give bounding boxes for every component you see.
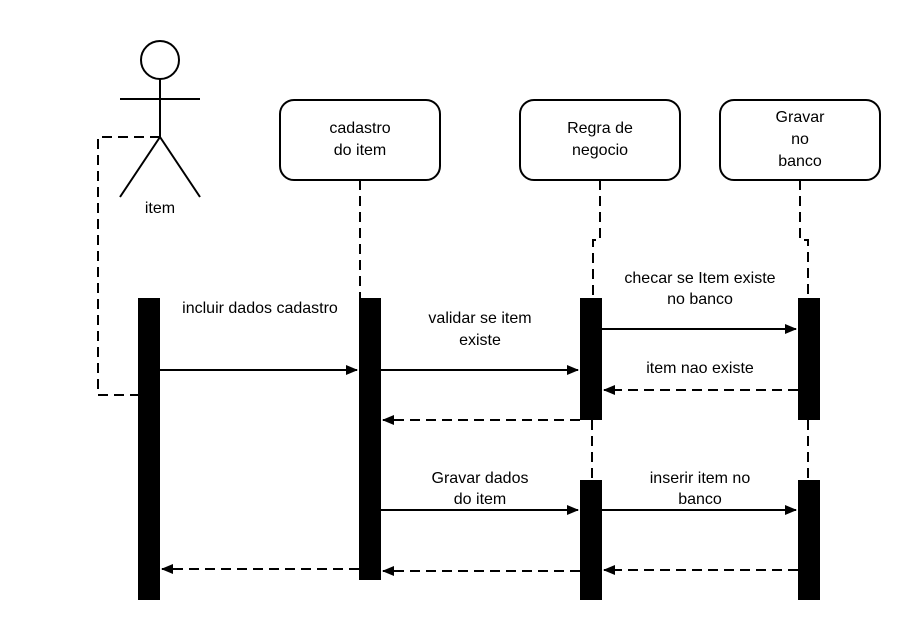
message-label-validar-line2: existe xyxy=(459,332,501,349)
message-label-inserir-line1: inserir item no xyxy=(650,470,751,487)
activation-bar-actor xyxy=(138,298,160,600)
lifeline-dash-regra xyxy=(592,180,601,298)
message-label-checar-line2: no banco xyxy=(667,291,733,308)
message-label-incluir: incluir dados cadastro xyxy=(182,300,338,317)
activation-bar-gravar-1 xyxy=(798,298,820,420)
actor-label: item xyxy=(145,200,175,217)
lifeline-box xyxy=(279,99,441,181)
lifeline-label-line3: banco xyxy=(778,153,822,170)
message-label-inserir-line2: banco xyxy=(678,491,722,508)
lifeline-regra-de-negocio: Regra de negocio xyxy=(519,99,681,181)
message-label-gravar-dados-line1: Gravar dados xyxy=(432,470,529,487)
lifeline-label-line2: no xyxy=(791,131,809,148)
lifeline-label-line1: Gravar xyxy=(776,109,826,126)
lifeline-label-line1: cadastro xyxy=(329,120,390,137)
actor-self-bracket xyxy=(97,136,160,396)
message-label-validar-line1: validar se item xyxy=(428,310,531,327)
message-label-item-nao-existe: item nao existe xyxy=(646,360,754,377)
lifeline-dash-gravar xyxy=(799,180,809,298)
lifeline-label-line1: Regra de xyxy=(567,120,633,137)
message-label-gravar-dados-line2: do item xyxy=(454,491,506,508)
activation-bar-gravar-2 xyxy=(798,480,820,600)
actor-left-leg xyxy=(119,136,161,198)
activation-bar-regra-2 xyxy=(580,480,602,600)
activation-bar-cadastro xyxy=(359,298,381,580)
lifeline-label-line2: negocio xyxy=(572,142,628,159)
lifeline-cadastro-do-item: cadastro do item xyxy=(279,99,441,181)
lifeline-gravar-no-banco: Gravar no banco xyxy=(719,99,881,181)
activation-bar-regra-1 xyxy=(580,298,602,420)
lifeline-label-line2: do item xyxy=(334,142,386,159)
actor-right-leg xyxy=(159,136,201,198)
message-label-checar-line1: checar se Item existe xyxy=(624,270,775,287)
actor-head xyxy=(140,40,180,80)
lifeline-box xyxy=(519,99,681,181)
actor-item: item xyxy=(119,40,201,217)
